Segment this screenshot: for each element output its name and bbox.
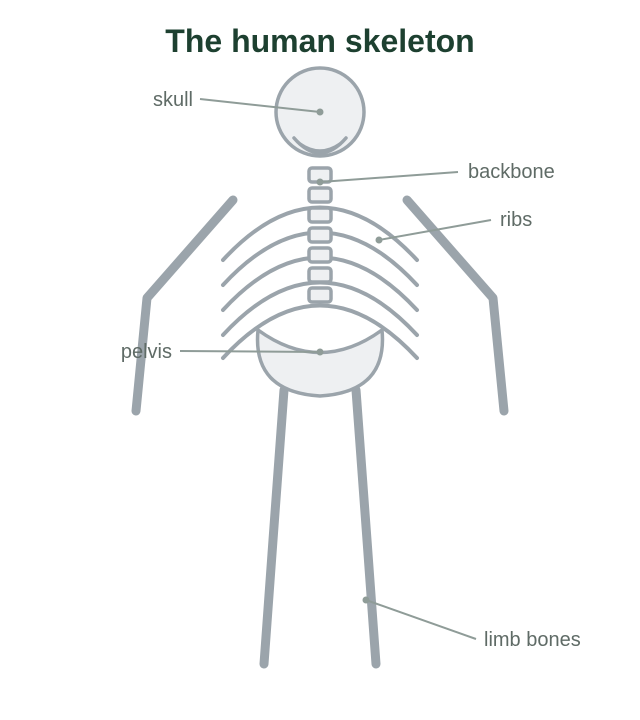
diagram-title: The human skeleton — [165, 23, 474, 59]
arm-left — [131, 195, 238, 416]
vertebra — [307, 206, 333, 224]
label-pelvis: pelvis — [121, 341, 172, 363]
callout-backbone — [316, 171, 459, 186]
callout-pelvis — [179, 348, 324, 356]
callout-limb-bones — [362, 596, 477, 640]
rib-5 — [221, 303, 419, 360]
label-skull: skull — [153, 89, 193, 111]
vertebra — [307, 266, 333, 284]
callout-ribs — [375, 219, 492, 244]
label-ribs: ribs — [500, 209, 532, 231]
vertebra — [307, 186, 333, 204]
vertebra — [307, 246, 333, 264]
pelvis — [255, 326, 385, 398]
backbone — [307, 166, 333, 304]
vertebra — [307, 226, 333, 244]
label-backbone: backbone — [468, 161, 555, 183]
leg-left — [259, 385, 289, 669]
vertebra — [307, 286, 333, 304]
arm-right — [402, 195, 509, 416]
label-limb-bones: limb bones — [484, 629, 581, 651]
callout-skull — [199, 98, 324, 116]
leg-right — [351, 385, 381, 669]
